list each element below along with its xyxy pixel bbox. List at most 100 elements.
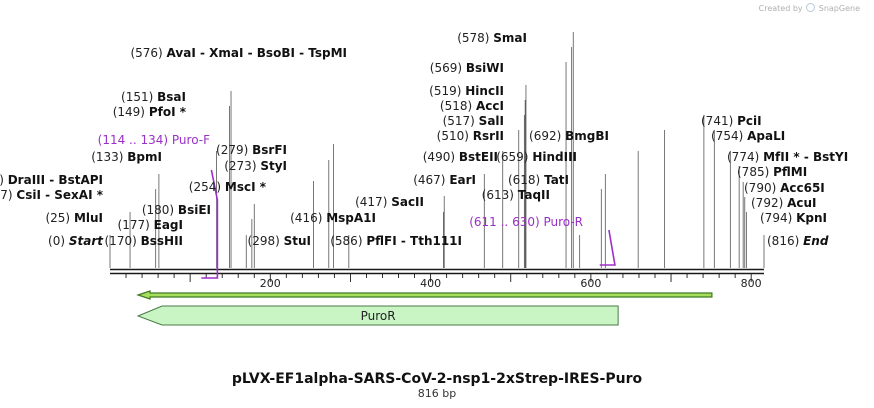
site-position: (510) bbox=[437, 129, 473, 143]
restriction-site-label: (519) HincII bbox=[429, 84, 504, 98]
site-labels: (0) Start(25) MluI(57) CsiI - SexAI *(61… bbox=[0, 31, 848, 248]
site-position: (576) bbox=[130, 46, 166, 60]
site-position: (61) bbox=[0, 173, 8, 187]
site-position: (618) bbox=[508, 173, 544, 187]
site-name: HindIII bbox=[532, 150, 577, 164]
site-name: StyI bbox=[260, 159, 287, 173]
site-name: AccI bbox=[476, 99, 504, 113]
site-name: HincII bbox=[465, 84, 504, 98]
tick-label: 400 bbox=[420, 277, 441, 290]
restriction-site-label: (741) PciI bbox=[701, 114, 762, 128]
restriction-site-label: (754) ApaLI bbox=[711, 129, 785, 143]
snapgene-logo-icon bbox=[806, 3, 816, 12]
primer-markers: (114 .. 134) Puro-F (611 .. 630) Puro-R bbox=[98, 133, 616, 279]
sequence-backbone bbox=[110, 268, 764, 275]
site-name: RsrII bbox=[473, 129, 504, 143]
restriction-site-label: (576) AvaI - XmaI - BsoBI - TspMI bbox=[130, 46, 347, 60]
site-name: MspA1I bbox=[326, 211, 376, 225]
site-name: BsrFI bbox=[252, 143, 287, 157]
restriction-site-label: (416) MspA1I bbox=[290, 211, 376, 225]
site-position: (467) bbox=[413, 173, 449, 187]
restriction-site-label: (177) EagI bbox=[118, 218, 183, 232]
site-name: BstEII bbox=[459, 150, 498, 164]
site-name: DraIII - BstAPI bbox=[8, 173, 103, 187]
site-name: BsiWI bbox=[466, 61, 504, 75]
restriction-site-label: (578) SmaI bbox=[457, 31, 527, 45]
site-name: MluI bbox=[74, 211, 103, 225]
site-position: (25) bbox=[45, 211, 73, 225]
site-position: (490) bbox=[423, 150, 459, 164]
site-name: SmaI bbox=[493, 31, 527, 45]
snapgene-brand-text: SnapGene bbox=[818, 4, 860, 13]
site-position: (518) bbox=[440, 99, 476, 113]
site-position: (754) bbox=[711, 129, 747, 143]
restriction-site-label: (792) AcuI bbox=[751, 196, 817, 210]
site-name: MfII * - BstYI bbox=[763, 150, 848, 164]
site-position: (741) bbox=[701, 114, 737, 128]
site-name: SalI bbox=[479, 114, 504, 128]
site-position: (785) bbox=[737, 165, 773, 179]
restriction-site-label: (613) TaqII bbox=[482, 188, 550, 202]
feature-track: PuroR bbox=[136, 290, 713, 326]
site-name: BssHII bbox=[141, 234, 183, 248]
site-name: KpnI bbox=[796, 211, 827, 225]
feature-label: PuroR bbox=[361, 309, 396, 323]
feature-arrow bbox=[136, 305, 619, 326]
restriction-site-label: (569) BsiWI bbox=[430, 61, 504, 75]
site-name: BpmI bbox=[127, 150, 162, 164]
restriction-site-label: (273) StyI bbox=[224, 159, 287, 173]
site-name: Acc65I bbox=[780, 181, 825, 195]
site-position: (57) bbox=[0, 188, 16, 202]
site-name: Start bbox=[69, 234, 104, 248]
site-position: (416) bbox=[290, 211, 326, 225]
restriction-site-label: (774) MfII * - BstYI bbox=[727, 150, 848, 164]
restriction-site-label: (618) TatI bbox=[508, 173, 569, 187]
site-name: AvaI - XmaI - BsoBI - TspMI bbox=[167, 46, 347, 60]
site-position: (519) bbox=[429, 84, 465, 98]
created-by-text: Created by bbox=[758, 4, 803, 13]
restriction-site-label: (133) BpmI bbox=[91, 150, 162, 164]
restriction-site-label: (518) AccI bbox=[440, 99, 504, 113]
restriction-site-label: (794) KpnI bbox=[760, 211, 827, 225]
site-position: (659) bbox=[496, 150, 532, 164]
site-position: (133) bbox=[91, 150, 127, 164]
plasmid-length: 816 bp bbox=[418, 387, 456, 400]
site-position: (417) bbox=[355, 195, 391, 209]
site-name: SacII bbox=[391, 195, 424, 209]
restriction-site-label: (57) CsiI - SexAI * bbox=[0, 188, 104, 202]
site-name: EarI bbox=[449, 173, 476, 187]
restriction-site-label: (0) Start bbox=[48, 234, 104, 248]
site-name: MscI * bbox=[225, 180, 267, 194]
site-position: (0) bbox=[48, 234, 69, 248]
primer-arrow bbox=[599, 229, 616, 266]
site-position: (774) bbox=[727, 150, 763, 164]
tick-label: 800 bbox=[741, 277, 762, 290]
primer-label: (114 .. 134) Puro-F bbox=[98, 133, 210, 147]
site-position: (151) bbox=[121, 90, 157, 104]
site-position: (586) bbox=[330, 234, 366, 248]
primer-arrow bbox=[201, 169, 219, 279]
site-name: BsaI bbox=[157, 90, 186, 104]
site-position: (279) bbox=[216, 143, 252, 157]
site-position: (613) bbox=[482, 188, 518, 202]
site-position: (149) bbox=[113, 105, 149, 119]
site-name: AcuI bbox=[787, 196, 816, 210]
site-position: (273) bbox=[224, 159, 260, 173]
tick-label: 600 bbox=[580, 277, 601, 290]
restriction-site-label: (816) End bbox=[767, 234, 829, 248]
restriction-site-label: (659) HindIII bbox=[496, 150, 577, 164]
site-position: (569) bbox=[430, 61, 466, 75]
restriction-site-label: (417) SacII bbox=[355, 195, 424, 209]
site-position: (170) bbox=[105, 234, 141, 248]
site-position: (180) bbox=[142, 203, 178, 217]
site-name: ApaLI bbox=[747, 129, 785, 143]
restriction-site-label: (790) Acc65I bbox=[744, 181, 825, 195]
site-position: (517) bbox=[443, 114, 479, 128]
site-name: CsiI - SexAI * bbox=[16, 188, 103, 202]
site-position: (816) bbox=[767, 234, 803, 248]
primer-label: (611 .. 630) Puro-R bbox=[469, 215, 583, 229]
restriction-site-label: (170) BssHII bbox=[105, 234, 184, 248]
site-name: PflFI - Tth111I bbox=[366, 234, 462, 248]
restriction-site-label: (586) PflFI - Tth111I bbox=[330, 234, 462, 248]
site-name: PciI bbox=[737, 114, 762, 128]
